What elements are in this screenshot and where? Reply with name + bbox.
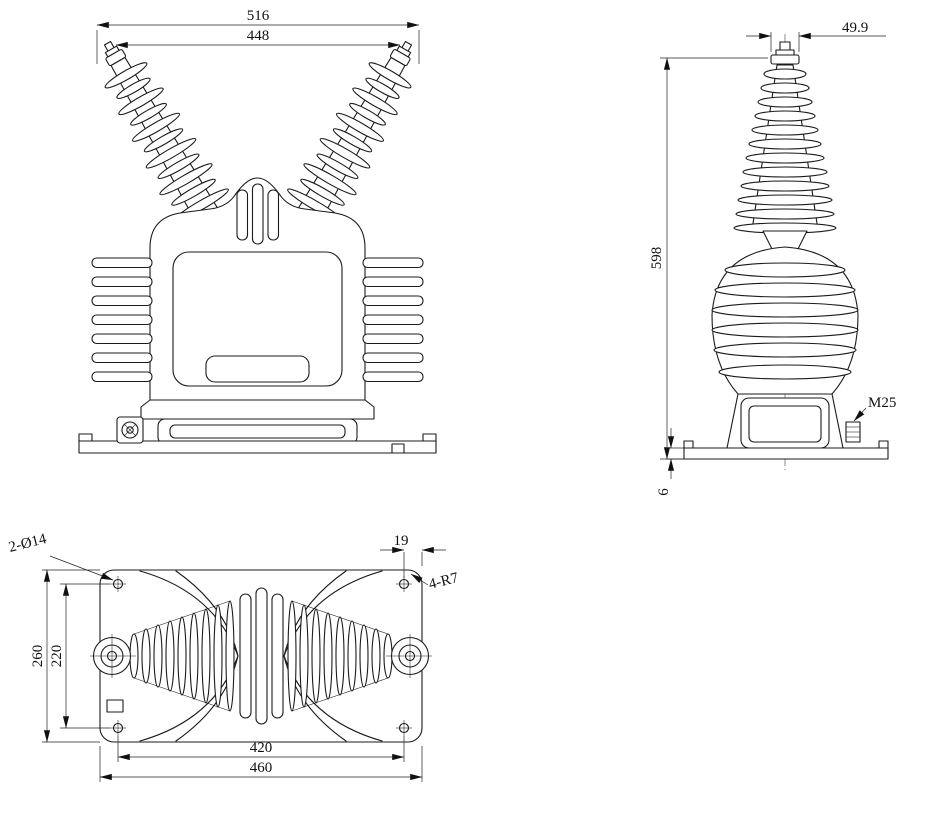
side-view: 49.9 <box>649 20 896 496</box>
side-cable-gland: M25 <box>845 395 896 443</box>
dim-460-text: 460 <box>250 760 273 776</box>
top-mounting-holes <box>110 576 412 736</box>
dim-220-text: 220 <box>49 645 65 668</box>
front-right-bushing <box>280 26 437 234</box>
callout-holes: 2-Ø14 <box>7 531 114 581</box>
front-tank-body <box>149 177 366 401</box>
front-base <box>78 399 437 454</box>
label-m25-text: M25 <box>868 395 896 411</box>
front-left-sheds <box>91 257 153 383</box>
top-left-bracket <box>139 570 239 742</box>
dim-19-text: 19 <box>394 533 409 549</box>
dim-420: 420 <box>117 736 405 762</box>
top-right-bushing <box>287 600 432 712</box>
top-view: 2-Ø14 19 4-R7 260 220 <box>7 531 461 782</box>
label-4-r7-text: 4-R7 <box>427 570 460 593</box>
top-right-bracket <box>283 570 383 742</box>
callout-corner-radius: 4-R7 <box>410 570 461 593</box>
front-nameplate <box>205 355 310 383</box>
dim-598-text: 598 <box>649 247 665 270</box>
dim-260-text: 260 <box>30 645 46 668</box>
top-ground-pad <box>106 699 124 713</box>
dim-260: 260 <box>30 569 100 743</box>
front-base-plate <box>78 440 437 454</box>
dim-516: 516 <box>96 8 420 64</box>
front-left-bushing <box>79 26 236 234</box>
top-center-ribs <box>239 587 284 725</box>
side-base-plate <box>683 440 889 460</box>
front-right-sheds <box>362 257 424 383</box>
dim-49-9: 49.9 <box>746 20 886 52</box>
side-top-terminal <box>770 41 800 65</box>
dim-19: 19 <box>380 533 446 578</box>
front-center-ribs <box>236 183 280 245</box>
dim-516-text: 516 <box>247 8 270 24</box>
front-bolt <box>391 443 405 454</box>
side-insulator <box>733 64 837 250</box>
dim-420-text: 420 <box>250 740 273 756</box>
dim-448-text: 448 <box>247 28 270 44</box>
dim-6-text: 6 <box>656 488 672 496</box>
front-view: 516 448 <box>78 8 437 454</box>
label-2-d14-text: 2-Ø14 <box>7 531 49 556</box>
top-left-bushing <box>90 600 235 712</box>
side-body <box>711 246 859 395</box>
front-inner-panel <box>172 251 343 387</box>
side-terminal-box <box>726 393 844 449</box>
front-ground-terminal <box>116 416 144 444</box>
dim-220: 220 <box>49 583 110 729</box>
dim-460: 460 <box>99 746 423 782</box>
dim-448: 448 <box>115 28 401 60</box>
dim-6: 6 <box>656 428 684 496</box>
dim-49-9-text: 49.9 <box>842 20 868 36</box>
